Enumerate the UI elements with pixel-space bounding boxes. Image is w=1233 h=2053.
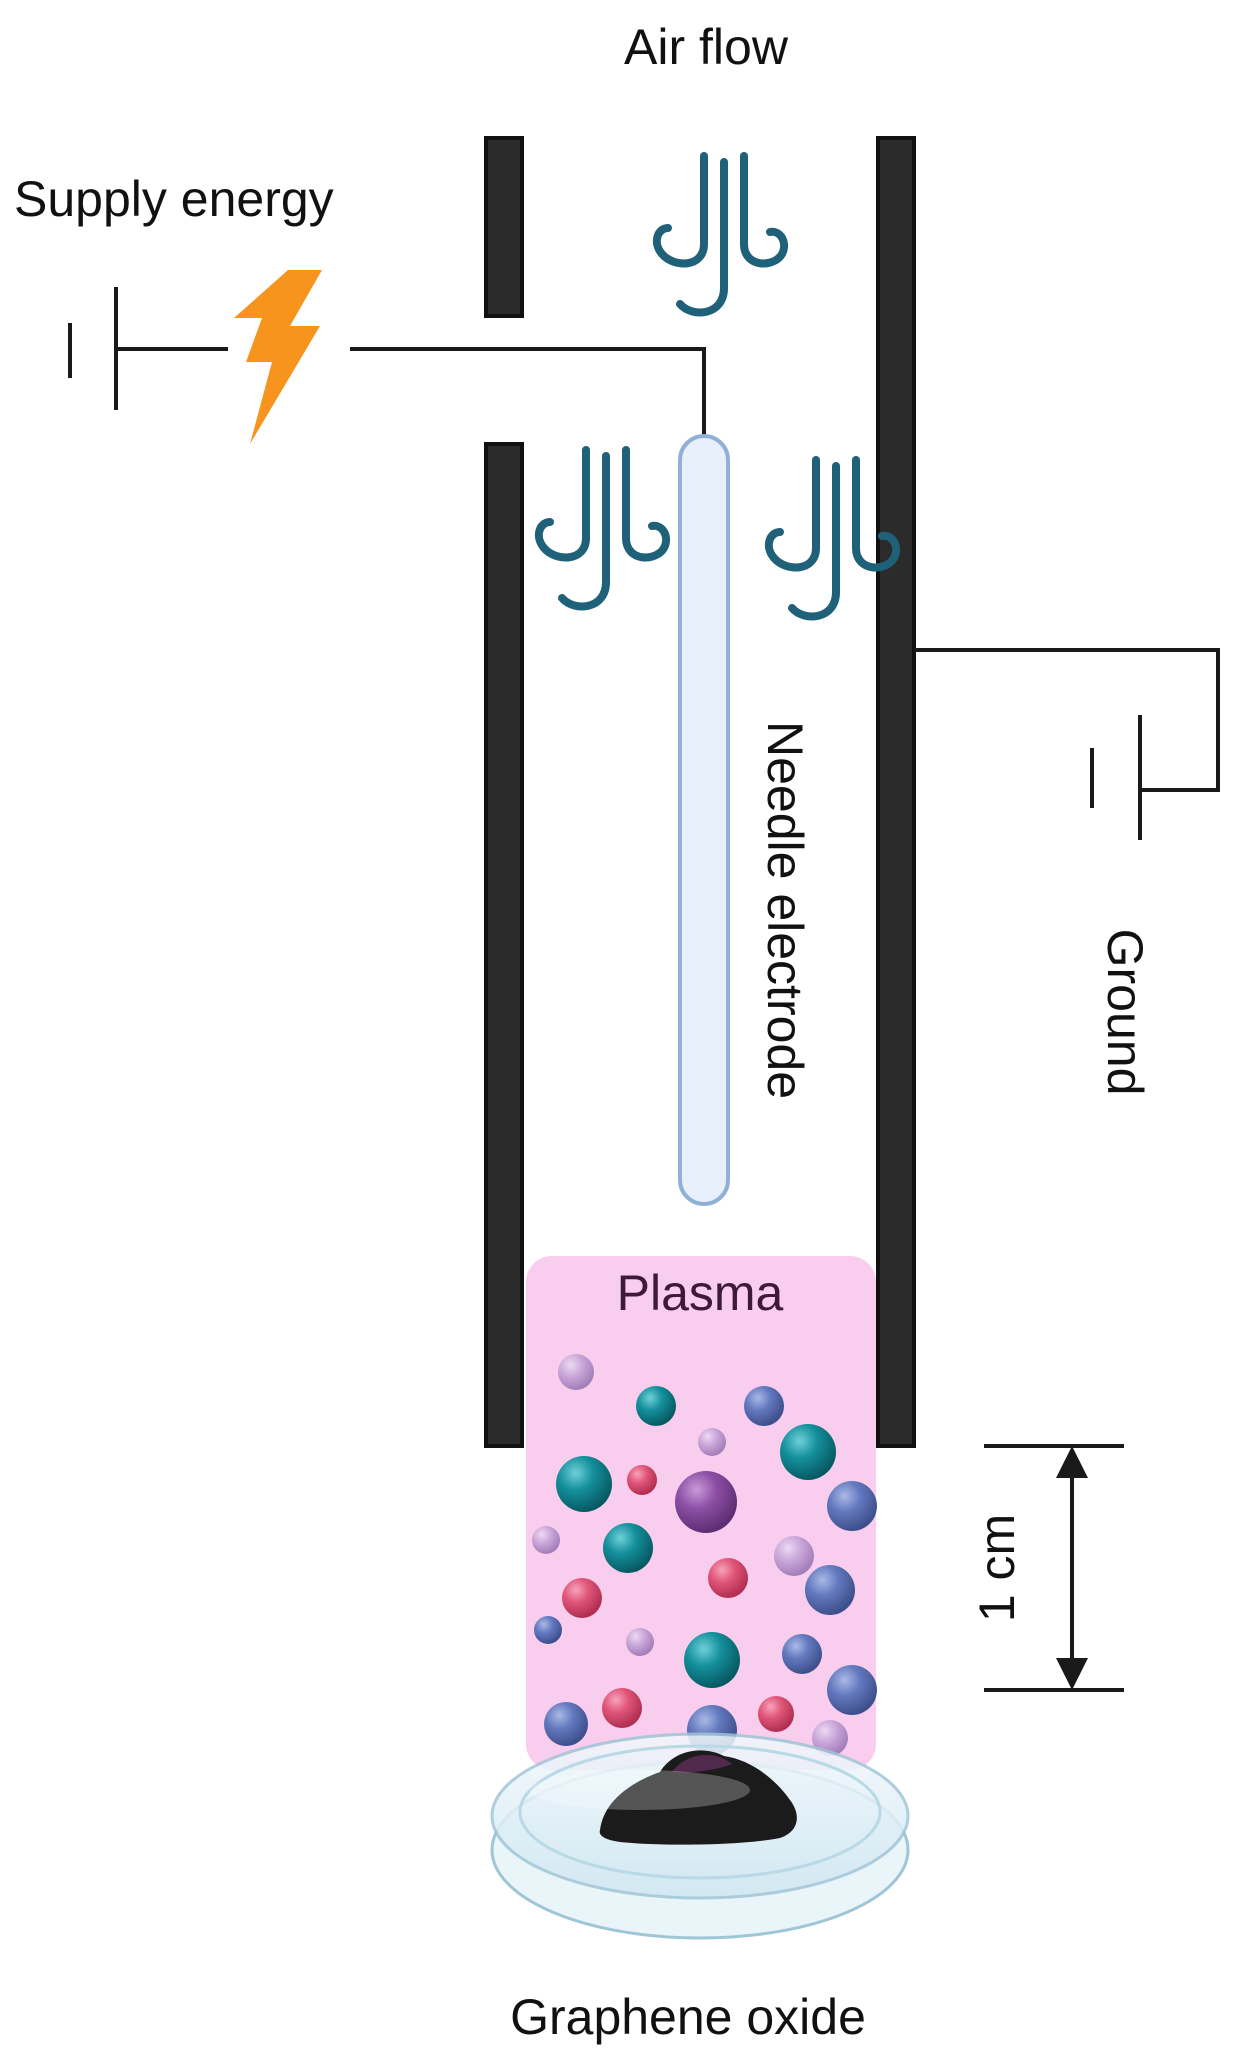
particle: [758, 1696, 794, 1732]
particle: [744, 1386, 784, 1426]
graphene-oxide-pile: [599, 1750, 797, 1845]
ground-label: Ground: [1097, 929, 1153, 1096]
particle: [603, 1523, 653, 1573]
particle: [532, 1526, 560, 1554]
particle: [627, 1465, 657, 1495]
particle: [827, 1665, 877, 1715]
particle: [827, 1481, 877, 1531]
supply-energy-label: Supply energy: [14, 171, 334, 227]
particle: [805, 1565, 855, 1615]
particle: [780, 1424, 836, 1480]
scale-label: 1 cm: [969, 1514, 1025, 1622]
supply-circuit: [68, 287, 706, 436]
particle: [782, 1634, 822, 1674]
particle: [556, 1456, 612, 1512]
plasma-particles: [532, 1354, 877, 1756]
particle: [708, 1558, 748, 1598]
particle: [675, 1471, 737, 1533]
air-flow-icon-left: [534, 446, 671, 611]
air-flow-icon-right: [764, 456, 901, 621]
ground-circuit: [914, 648, 1220, 840]
left-wall-upper: [484, 136, 524, 318]
particle: [626, 1628, 654, 1656]
lightning-bolt-icon: [234, 270, 322, 444]
graphene-oxide-label: Graphene oxide: [510, 1989, 866, 2045]
supply-wire-right: [350, 347, 706, 436]
scale-bar: [984, 1444, 1124, 1692]
particle: [812, 1720, 848, 1756]
particle: [534, 1616, 562, 1644]
particle: [544, 1702, 588, 1746]
plasma-label: Plasma: [617, 1265, 784, 1321]
particle: [698, 1428, 726, 1456]
ground-wire: [914, 648, 1220, 792]
right-wall: [876, 136, 916, 1448]
particle: [636, 1386, 676, 1426]
particle: [558, 1354, 594, 1390]
particle: [684, 1632, 740, 1688]
reactor-walls: [484, 136, 916, 1448]
needle-electrode: [678, 434, 730, 1206]
particle: [774, 1536, 814, 1576]
petri-dish-icon: [490, 1732, 910, 1940]
needle-electrode-label: Needle electrode: [757, 721, 813, 1099]
air-flow-icon-top: [652, 152, 789, 317]
particle: [602, 1688, 642, 1728]
air-flow-label: Air flow: [624, 19, 789, 75]
left-wall-lower: [484, 442, 524, 1448]
particle: [562, 1578, 602, 1618]
